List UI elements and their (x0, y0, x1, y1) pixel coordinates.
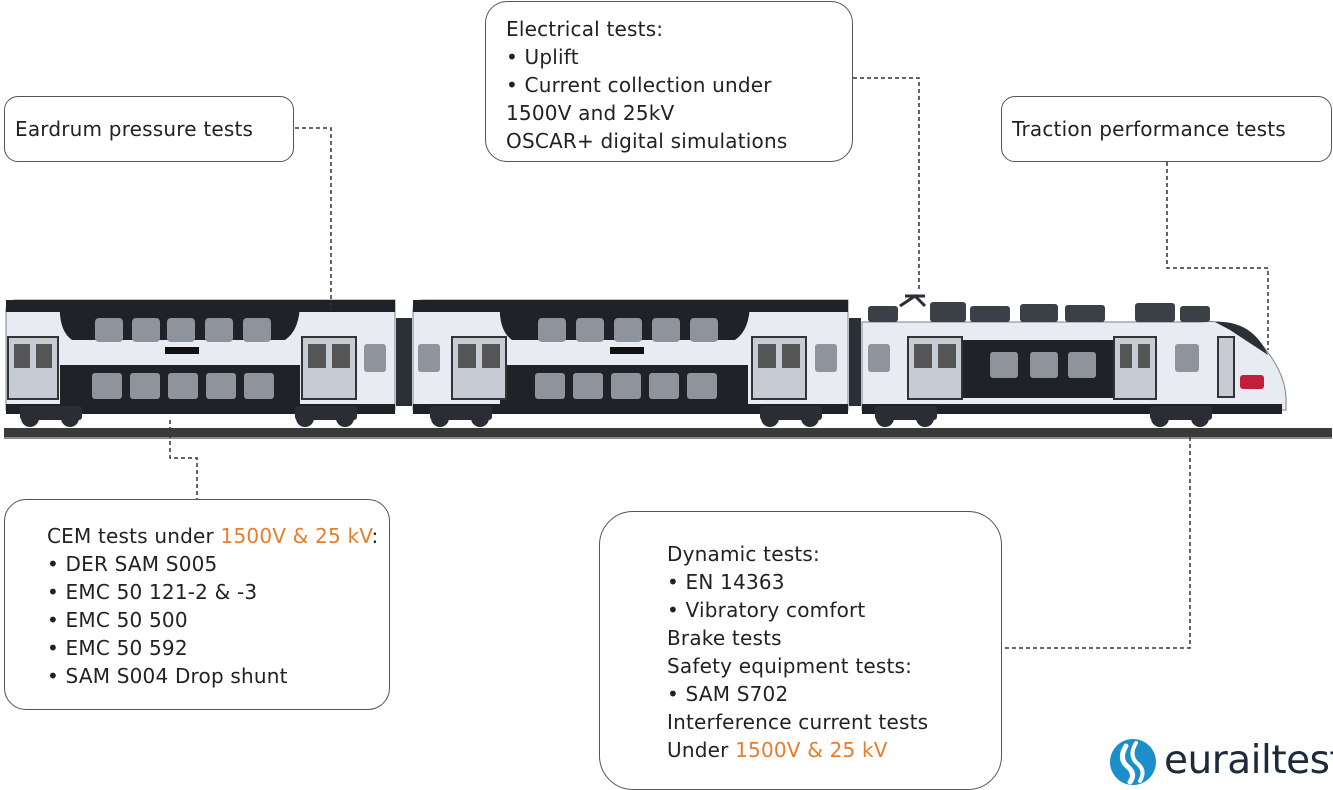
list-item: Interference current tests (667, 710, 929, 734)
gangway-2 (849, 318, 861, 406)
train-car-1 (5, 299, 396, 427)
callout-text: Eardrum pressure tests (15, 117, 254, 141)
callout-text: Traction performance tests (1012, 117, 1286, 141)
callout-traction-performance: Traction performance tests (1001, 96, 1332, 162)
heading-suffix: : (371, 524, 379, 548)
connector-eardrum (295, 127, 332, 310)
line-prefix: Under (667, 738, 736, 762)
list-item: Brake tests (667, 626, 782, 650)
list-item: • EN 14363 (667, 570, 785, 594)
connector-dynamic (1002, 430, 1191, 649)
list-item: • EMC 50 592 (47, 636, 188, 660)
callout-cem-tests: CEM tests under 1500V & 25 kV: • DER SAM… (4, 499, 390, 710)
list-item: OSCAR+ digital simulations (506, 129, 788, 153)
callout-electrical-tests: Electrical tests: • Uplift • Current col… (485, 1, 853, 162)
callout-eardrum-pressure: Eardrum pressure tests (4, 96, 294, 162)
connector-electrical (853, 77, 920, 292)
list-item: • EMC 50 500 (47, 608, 188, 632)
callout-heading: CEM tests under 1500V & 25 kV: (47, 522, 378, 550)
list-item: • SAM S702 (667, 682, 789, 706)
list-item: • EMC 50 121-2 & -3 (47, 580, 258, 604)
eurailtest-logo: eurailtest (1108, 736, 1333, 788)
connector-traction (1166, 162, 1269, 350)
connector-cem (169, 420, 198, 499)
list-item: • Uplift (506, 45, 579, 69)
list-item: • Current collection under (506, 73, 772, 97)
voltage-highlight: 1500V & 25 kV (220, 524, 372, 548)
gangway-1 (396, 318, 412, 406)
list-item: Safety equipment tests: (667, 654, 913, 678)
train-car-2 (412, 299, 849, 427)
callout-heading: Electrical tests: (506, 17, 664, 41)
callout-dynamic-tests: Dynamic tests: • EN 14363 • Vibratory co… (599, 511, 1002, 790)
voltage-highlight: 1500V & 25 kV (735, 738, 888, 762)
logo-mark-icon (1110, 739, 1156, 785)
list-item: • Vibratory comfort (667, 598, 866, 622)
heading-prefix: CEM tests under (47, 524, 221, 548)
list-item: Under 1500V & 25 kV (667, 736, 934, 764)
logo-wordmark: eurailtest (1164, 738, 1333, 783)
callout-heading: Dynamic tests: (667, 542, 820, 566)
track-rail (4, 428, 1332, 437)
list-item: • DER SAM S005 (47, 552, 218, 576)
pantograph (899, 294, 927, 308)
train-power-car (861, 294, 1287, 427)
list-item: 1500V and 25kV (506, 101, 675, 125)
list-item: • SAM S004 Drop shunt (47, 664, 288, 688)
